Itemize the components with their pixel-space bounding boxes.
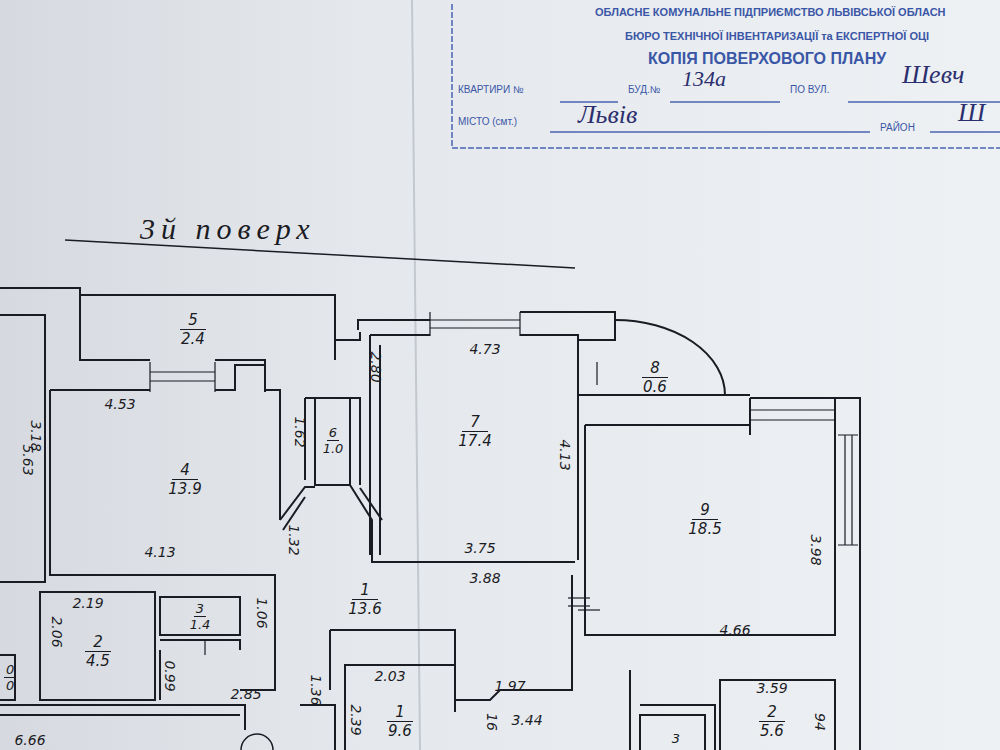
dimension-label: 3.88 <box>469 570 500 586</box>
plan-title: 3й поверх <box>140 212 316 246</box>
room-area: 1.0 <box>321 441 346 456</box>
room-label: 3 <box>667 730 685 747</box>
dimension-label: 1.97 <box>494 678 525 694</box>
room-label: 113.6 <box>345 581 384 619</box>
room-label: 80.6 <box>639 359 671 397</box>
room-area: 9.6 <box>388 722 412 740</box>
room-label: 24.5 <box>82 633 114 671</box>
dimension-label: 2.06 <box>49 616 65 647</box>
room-label: 31.4 <box>185 600 216 633</box>
dimension-label: 1.32 <box>286 524 302 555</box>
room-label: 918.5 <box>685 501 724 539</box>
room-area: 17.4 <box>458 432 491 450</box>
room-area: 4.5 <box>86 652 110 670</box>
room-area: 13.9 <box>168 480 201 498</box>
stamp-text: МІСТО (смт.) <box>458 116 517 127</box>
stamp-box: ОБЛАСНЕ КОМУНАЛЬНЕ ПІДПРИЄМСТВО ЛЬВІВСЬК… <box>450 0 1000 150</box>
handwritten-entry: Ш <box>958 98 985 128</box>
stamp-text: БЮРО ТЕХНІЧНОЇ ІНВЕНТАРИЗАЦІЇ та ЕКСПЕРТ… <box>625 30 929 42</box>
dimension-label: 3.18 <box>28 420 44 451</box>
room-number: 2 <box>85 634 111 652</box>
room-number: 1 <box>352 582 378 600</box>
dimension-label: 4.13 <box>144 544 175 560</box>
handwritten-entry: 134а <box>682 66 726 92</box>
room-label: 52.4 <box>177 311 209 349</box>
dimension-label: 1.62 <box>292 416 308 447</box>
room-number: 9 <box>692 502 718 520</box>
room-label: 717.4 <box>455 413 494 451</box>
room-area: 5.6 <box>760 722 784 740</box>
room-label: 25.6 <box>756 703 788 741</box>
room-number: 5 <box>180 312 206 330</box>
dimension-label: 3.44 <box>511 712 542 728</box>
dimension-label: 0.99 <box>162 660 178 691</box>
stamp-text: КОПІЯ ПОВЕРХОВОГО ПЛАНУ <box>648 50 886 68</box>
room-number: 6 <box>327 425 339 441</box>
room-label: 413.9 <box>165 461 204 499</box>
room-number: 3 <box>670 731 682 746</box>
door-marks <box>205 362 600 655</box>
stamp-text: БУД.№ <box>628 84 661 95</box>
dimension-label: 2.03 <box>374 668 405 684</box>
room-area: 1.4 <box>188 617 213 632</box>
dimension-label: 2.39 <box>348 704 364 735</box>
handwritten-entry: Львів <box>578 100 637 130</box>
room-number: 7 <box>462 414 488 432</box>
stamp-frame <box>452 4 1000 148</box>
dimension-label: 4.73 <box>469 341 500 357</box>
room-area: 13.6 <box>348 600 381 618</box>
dimension-label: 1.06 <box>254 597 270 628</box>
room-area: 0 <box>4 678 16 693</box>
stamp-text: ПО ВУЛ. <box>790 84 829 95</box>
dimension-label: 94 <box>812 713 828 731</box>
room-number: 8 <box>642 360 668 378</box>
room-number: 4 <box>172 462 198 480</box>
room-label: 00 <box>1 661 19 694</box>
dimension-label: 2.85 <box>230 686 261 702</box>
dimension-label: 3.59 <box>756 680 787 696</box>
room-area: 2.4 <box>181 330 205 348</box>
stamp-text: ОБЛАСНЕ КОМУНАЛЬНЕ ПІДПРИЄМСТВО ЛЬВІВСЬК… <box>595 6 946 18</box>
paper-fold <box>412 0 420 750</box>
section-mark <box>241 734 273 750</box>
room-number: 3 <box>194 601 206 617</box>
handwritten-entry: Шевч <box>902 60 964 90</box>
dimension-label: 4.66 <box>719 622 750 638</box>
room-number: 2 <box>759 704 785 722</box>
walls <box>0 288 860 750</box>
dimension-label: 3.98 <box>808 534 824 565</box>
dimension-label: 16 <box>484 713 500 731</box>
dimension-label: 6.66 <box>14 732 45 748</box>
room-number: 0 <box>4 662 16 678</box>
dimension-label: 2.80 <box>368 351 384 382</box>
room-area: 18.5 <box>688 520 721 538</box>
stamp-text: РАЙОН <box>880 122 915 133</box>
dimension-label: 1.36 <box>308 674 324 705</box>
dimension-label: 3.75 <box>464 540 495 556</box>
dimension-label: 4.13 <box>557 439 573 470</box>
dimension-label: 2.19 <box>72 595 103 611</box>
room-area: 0.6 <box>643 378 667 396</box>
room-label: 19.6 <box>384 703 416 741</box>
stamp-text: КВАРТИРИ № <box>458 84 524 95</box>
room-label: 61.0 <box>318 424 349 457</box>
dimension-label: 4.53 <box>104 396 135 412</box>
room-number: 1 <box>387 704 413 722</box>
